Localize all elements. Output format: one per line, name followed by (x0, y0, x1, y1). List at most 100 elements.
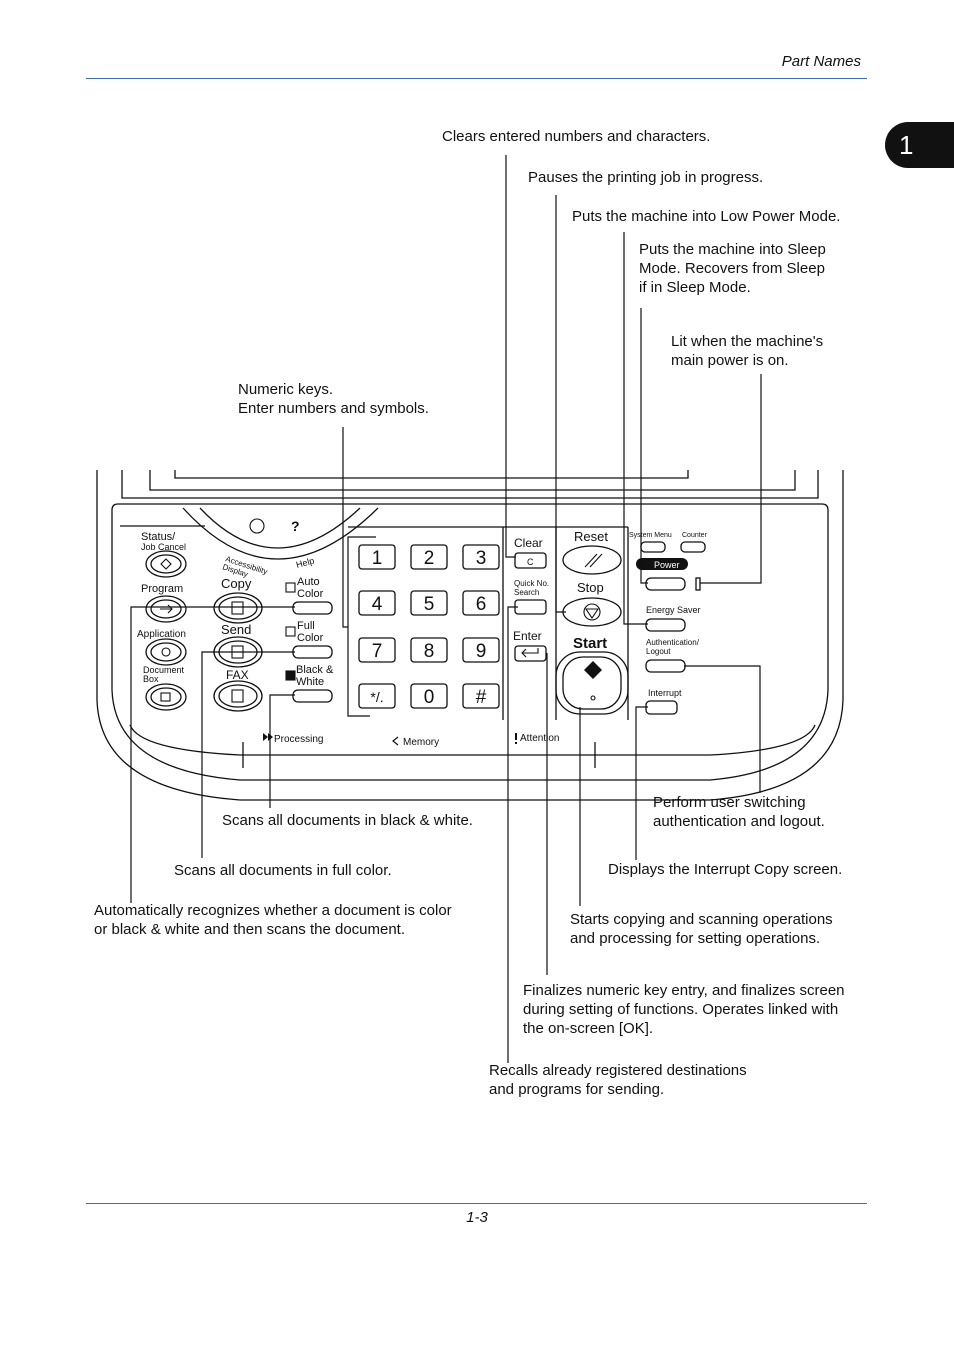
key-0[interactable] (410, 683, 448, 709)
program-button-inner (150, 599, 182, 619)
counter-button[interactable] (680, 541, 706, 553)
stop-button[interactable] (562, 597, 622, 627)
main-power-indicator (695, 577, 701, 591)
arc-outer (182, 507, 379, 560)
numeric-bracket (347, 536, 376, 717)
key-1[interactable] (358, 544, 396, 570)
document-box-icon (160, 692, 171, 702)
document-box-button[interactable] (145, 683, 187, 711)
power-label-badge (636, 558, 688, 570)
start-label: Start (573, 635, 607, 652)
callout-line: Perform user switching (653, 794, 806, 811)
arc-inner (199, 507, 361, 549)
counter-label: Counter (682, 532, 708, 539)
callout-energy-saver: Puts the machine into Low Power Mode. (572, 208, 841, 225)
processing-indicator-icon (263, 733, 273, 741)
callout-quick-search: Recalls already registered destinations … (489, 1061, 747, 1099)
callout-enter: Finalizes numeric key entry, and finaliz… (523, 981, 845, 1038)
help-label: Help (295, 555, 315, 569)
leader-energy-saver (623, 232, 648, 625)
callout-line: or black & white and then scans the docu… (94, 921, 406, 938)
key-4-label: 4 (372, 594, 383, 615)
enter-button[interactable] (514, 645, 547, 662)
header-rule (86, 78, 867, 79)
clear-key-label: C (527, 557, 534, 567)
callout-main-power: Lit when the machine's main power is on. (671, 332, 823, 370)
callout-line: during setting of functions. Operates li… (523, 1001, 839, 1018)
interrupt-button[interactable] (645, 700, 678, 715)
callout-line: Finalizes numeric key entry, and finaliz… (523, 982, 845, 999)
memory-indicator-icon (392, 736, 399, 746)
callout-line: Enter numbers and symbols. (238, 400, 429, 417)
callout-power: Puts the machine into Sleep Mode. Recove… (639, 240, 826, 297)
key-hash-label: # (476, 687, 487, 708)
clear-button[interactable] (514, 552, 547, 569)
quick-no-search-button[interactable] (514, 599, 547, 615)
key-5[interactable] (410, 590, 448, 616)
stop-icon (584, 608, 600, 619)
callout-clear: Clears entered numbers and characters. (442, 128, 711, 145)
program-arrow-icon (160, 604, 173, 614)
power-button[interactable] (645, 577, 686, 591)
program-button[interactable] (145, 595, 187, 623)
system-menu-button[interactable] (640, 541, 666, 553)
callout-numeric-keys: Numeric keys. Enter numbers and symbols. (238, 380, 429, 418)
help-glyph: ? (291, 518, 300, 534)
quick-search-label: Quick No. (514, 579, 549, 588)
callout-line: Recalls already registered destinations (489, 1062, 747, 1079)
key-2[interactable] (410, 544, 448, 570)
start-button[interactable] (562, 656, 622, 710)
enter-arrow-icon (521, 648, 539, 658)
callout-start: Starts copying and scanning operations a… (570, 910, 833, 948)
key-9-label: 9 (476, 641, 487, 662)
power-label: Power (654, 560, 680, 570)
key-9[interactable] (462, 637, 500, 663)
key-hash[interactable] (462, 683, 500, 709)
reset-slash-icon (589, 553, 603, 568)
document-box-button-inner (150, 687, 182, 707)
full-color-button[interactable] (292, 645, 333, 659)
key-6[interactable] (462, 590, 500, 616)
key-7-label: 7 (372, 641, 383, 662)
callout-auto-color: Automatically recognizes whether a docum… (94, 901, 452, 939)
key-6-label: 6 (476, 594, 487, 615)
black-white-button[interactable] (292, 689, 333, 703)
callout-line: Puts the machine into Sleep (639, 241, 826, 258)
key-period-label: */. (370, 689, 383, 705)
send-label: Send (221, 622, 251, 637)
copy-button[interactable] (213, 592, 263, 624)
callout-line: Starts copying and scanning operations (570, 911, 833, 928)
fax-icon (231, 689, 244, 703)
application-label: Application (137, 629, 186, 640)
leader-interrupt (635, 706, 648, 860)
key-8[interactable] (410, 637, 448, 663)
key-3[interactable] (462, 544, 500, 570)
callout-stop: Pauses the printing job in progress. (528, 169, 764, 186)
status-button-inner (150, 554, 182, 574)
reset-label: Reset (574, 529, 608, 544)
panel-inner-outline (111, 503, 829, 781)
fax-button[interactable] (213, 680, 263, 712)
copy-icon (231, 601, 244, 615)
key-4[interactable] (358, 590, 396, 616)
fax-label: FAX (226, 668, 249, 682)
callout-interrupt: Displays the Interrupt Copy screen. (608, 861, 843, 878)
application-button[interactable] (145, 638, 187, 666)
energy-saver-button[interactable] (645, 618, 686, 632)
full-color-label: Color (297, 632, 324, 644)
job-cancel-label: Job Cancel (141, 542, 186, 552)
leader-numeric (342, 427, 348, 628)
quick-search-label: Search (514, 588, 539, 597)
stop-label: Stop (577, 580, 604, 595)
key-1-label: 1 (372, 548, 383, 569)
leader-stop (555, 195, 566, 613)
start-led-icon (590, 695, 596, 701)
status-button[interactable] (145, 550, 187, 578)
reset-button[interactable] (562, 545, 622, 575)
auto-color-button[interactable] (292, 601, 333, 615)
authentication-logout-button[interactable] (645, 659, 686, 673)
key-7[interactable] (358, 637, 396, 663)
accessibility-icon (249, 518, 265, 534)
clear-label: Clear (514, 536, 543, 550)
key-period[interactable] (358, 683, 396, 709)
